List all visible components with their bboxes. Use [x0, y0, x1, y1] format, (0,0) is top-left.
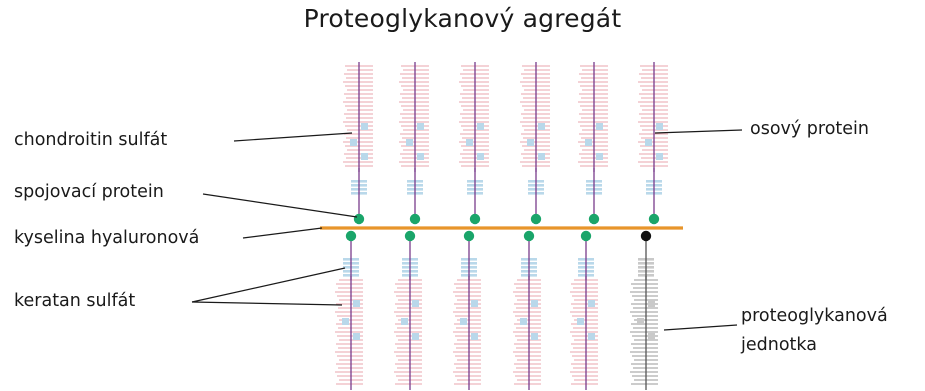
proteoglycan-unit-bottom-2	[394, 258, 422, 390]
proteoglycan-unit-top-6	[638, 62, 668, 195]
proteoglycan-unit-top-1	[343, 62, 373, 195]
link-protein-node	[404, 230, 416, 242]
proteoglycan-unit-bottom-6	[630, 258, 658, 390]
proteoglycan-unit-bottom-3	[453, 258, 481, 390]
link-protein-node	[523, 230, 535, 242]
leader-keratan-2	[191, 301, 343, 306]
proteoglycan-unit-bottom-5	[570, 258, 598, 390]
label-core-protein: osový protein	[750, 119, 870, 139]
proteoglycan-unit-top-3	[459, 62, 489, 195]
label-hyaluronic-acid: kyselina hyaluronová	[14, 228, 200, 248]
unit-highlight-node	[640, 230, 652, 242]
leader-link-protein	[202, 193, 358, 218]
proteoglycan-unit-bottom-1	[335, 258, 363, 390]
proteoglycan-unit-top-4	[520, 62, 550, 195]
label-link-protein: spojovací protein	[14, 182, 164, 202]
link-protein-node	[530, 213, 542, 225]
proteoglycan-unit-bottom-4	[513, 258, 541, 390]
link-protein-node	[345, 230, 357, 242]
diagram-title: Proteoglykanový agregát	[303, 4, 622, 33]
label-proteoglycan-unit-1: proteoglykanová	[741, 306, 888, 326]
link-protein-node	[409, 213, 421, 225]
link-protein-node	[463, 230, 475, 242]
link-protein-node	[469, 213, 481, 225]
leader-hyaluronic	[242, 227, 323, 239]
leader-keratan-1	[191, 267, 346, 303]
link-protein-node	[353, 213, 365, 225]
proteoglycan-unit-top-2	[399, 62, 429, 195]
proteoglycan-unit-top-5	[578, 62, 608, 195]
leader-core-protein	[654, 129, 743, 134]
link-protein-node	[580, 230, 592, 242]
label-keratan-sulfate: keratan sulfát	[14, 291, 136, 311]
label-proteoglycan-unit-2: jednotka	[741, 335, 817, 355]
label-chondroitin-sulfate: chondroitin sulfát	[14, 130, 168, 150]
link-protein-node	[588, 213, 600, 225]
leader-unit	[663, 324, 738, 331]
link-protein-node	[648, 213, 660, 225]
leader-chondroitin	[233, 132, 353, 142]
